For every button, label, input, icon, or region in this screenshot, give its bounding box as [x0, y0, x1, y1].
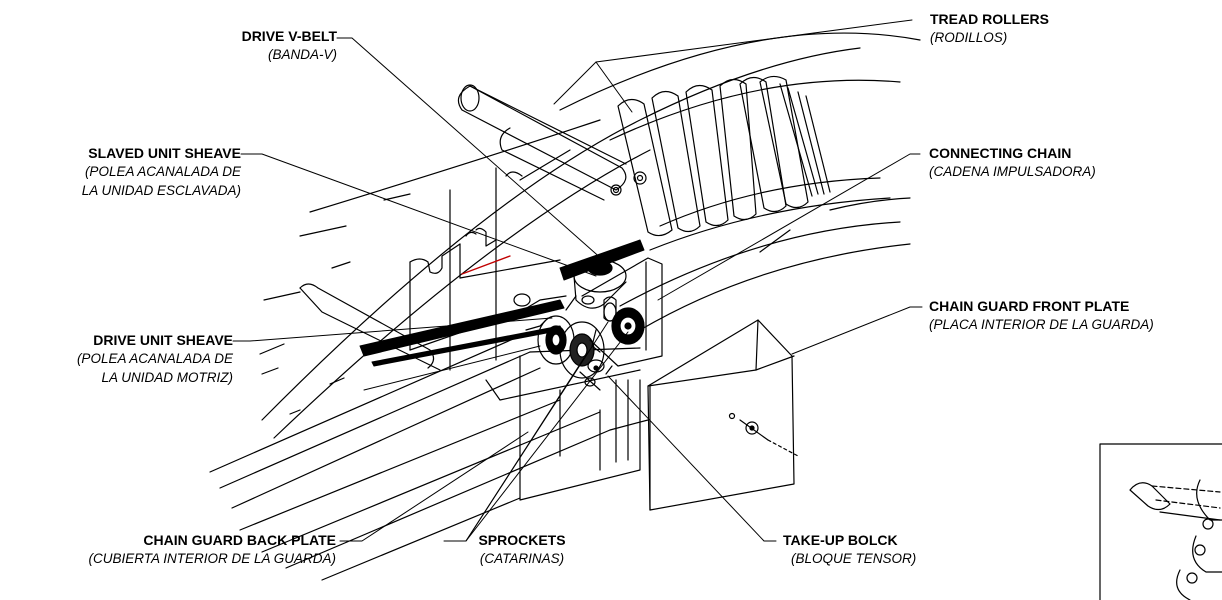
chain-detail-inset [1099, 443, 1222, 600]
drive-v-belt-es: (BANDA-V) [267, 47, 337, 62]
label-sprockets: SPROCKETS (CATARINAS) [462, 532, 582, 568]
label-take-up-block: TAKE-UP BOLCK (BLOQUE TENSOR) [783, 532, 916, 568]
chain-guard-front-plate-es: (PLACA INTERIOR DE LA GUARDA) [929, 317, 1154, 332]
drive-unit-sheave-en: DRIVE UNIT SHEAVE [93, 332, 233, 348]
conveyor-frame-rails [209, 47, 861, 581]
chain-guard-front-plate [647, 319, 799, 511]
connecting-chain-es: (CADENA IMPULSADORA) [929, 164, 1096, 179]
label-drive-unit-sheave: DRIVE UNIT SHEAVE (POLEA ACANALADA DE LA… [77, 332, 233, 387]
drive-unit-sheave-es-1: (POLEA ACANALADA DE [76, 351, 233, 366]
label-chain-guard-front-plate: CHAIN GUARD FRONT PLATE (PLACA INTERIOR … [929, 298, 1154, 334]
sprockets-en: SPROCKETS [478, 532, 566, 548]
sprockets-es: (CATARINAS) [479, 551, 565, 566]
tread-rollers-es: (RODILLOS) [930, 30, 1008, 45]
drive-v-belt-en: DRIVE V-BELT [241, 28, 337, 44]
take-up-block-en: TAKE-UP BOLCK [783, 532, 898, 548]
label-chain-guard-back-plate: CHAIN GUARD BACK PLATE (CUBIERTA INTERIO… [88, 532, 336, 568]
label-tread-rollers: TREAD ROLLERS (RODILLOS) [930, 11, 1049, 47]
lower-roller [299, 283, 441, 371]
drive-unit-sheave [513, 293, 605, 379]
label-drive-v-belt: DRIVE V-BELT (BANDA-V) [242, 28, 337, 64]
slaved-unit-sheave-en: SLAVED UNIT SHEAVE [88, 145, 241, 161]
label-connecting-chain: CONNECTING CHAIN (CADENA IMPULSADORA) [929, 145, 1096, 181]
drive-unit-sheave-es-2: LA UNIDAD MOTRIZ) [101, 370, 234, 385]
tread-rollers-en: TREAD ROLLERS [930, 11, 1049, 27]
chain-guard-back-plate [485, 347, 641, 501]
chain-guard-back-plate-en: CHAIN GUARD BACK PLATE [143, 532, 336, 548]
slaved-unit-sheave-es-2: LA UNIDAD ESCLAVADA) [81, 183, 241, 198]
take-up-block-es: (BLOQUE TENSOR) [791, 551, 917, 566]
curve-tread-rollers [617, 75, 831, 237]
upper-straight-rollers [457, 84, 647, 201]
connecting-chain-en: CONNECTING CHAIN [929, 145, 1072, 161]
label-slaved-unit-sheave: SLAVED UNIT SHEAVE (POLEA ACANALADA DE L… [82, 145, 241, 200]
chain-guard-front-plate-en: CHAIN GUARD FRONT PLATE [929, 298, 1130, 314]
chain-guard-back-plate-es: (CUBIERTA INTERIOR DE LA GUARDA) [88, 551, 336, 566]
leader-lines [232, 19, 923, 542]
slaved-unit-sheave-es-1: (POLEA ACANALADA DE [84, 164, 241, 179]
